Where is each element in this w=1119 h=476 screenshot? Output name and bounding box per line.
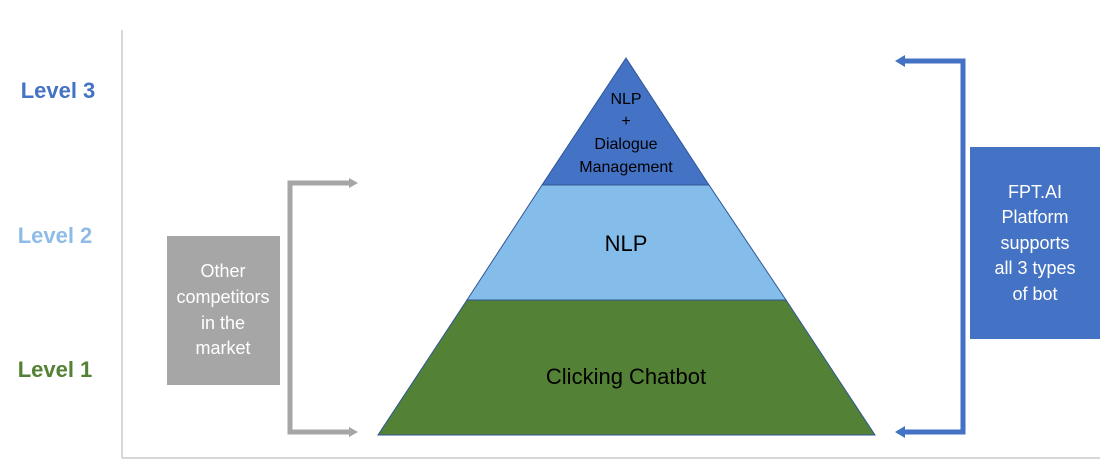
level-3-label: Level 3 xyxy=(21,78,96,103)
competitors-line-2: competitors xyxy=(176,287,269,307)
pyramid-bottom-label: Clicking Chatbot xyxy=(546,364,706,389)
level-1-label: Level 1 xyxy=(18,357,93,382)
fptai-box xyxy=(970,147,1100,339)
pyramid-top-line-2: + xyxy=(621,113,630,130)
level-2-label: Level 2 xyxy=(18,223,93,248)
pyramid-top-line-4: Management xyxy=(579,159,673,176)
pyramid-top-line-3: Dialogue xyxy=(594,136,657,153)
fptai-line-3: supports xyxy=(1000,233,1069,253)
competitors-line-4: market xyxy=(195,338,250,358)
left-bracket xyxy=(287,178,358,437)
competitors-box xyxy=(167,236,280,385)
pyramid-tier-top xyxy=(541,57,710,186)
competitors-line-3: in the xyxy=(201,313,245,333)
fptai-line-5: of bot xyxy=(1012,284,1057,304)
pyramid-middle-label: NLP xyxy=(605,231,648,256)
pyramid-top-line-1: NLP xyxy=(610,91,641,108)
right-bracket xyxy=(895,55,966,438)
competitors-line-1: Other xyxy=(200,261,245,281)
fptai-line-1: FPT.AI xyxy=(1008,182,1062,202)
fptai-line-2: Platform xyxy=(1001,207,1068,227)
fptai-line-4: all 3 types xyxy=(994,258,1075,278)
